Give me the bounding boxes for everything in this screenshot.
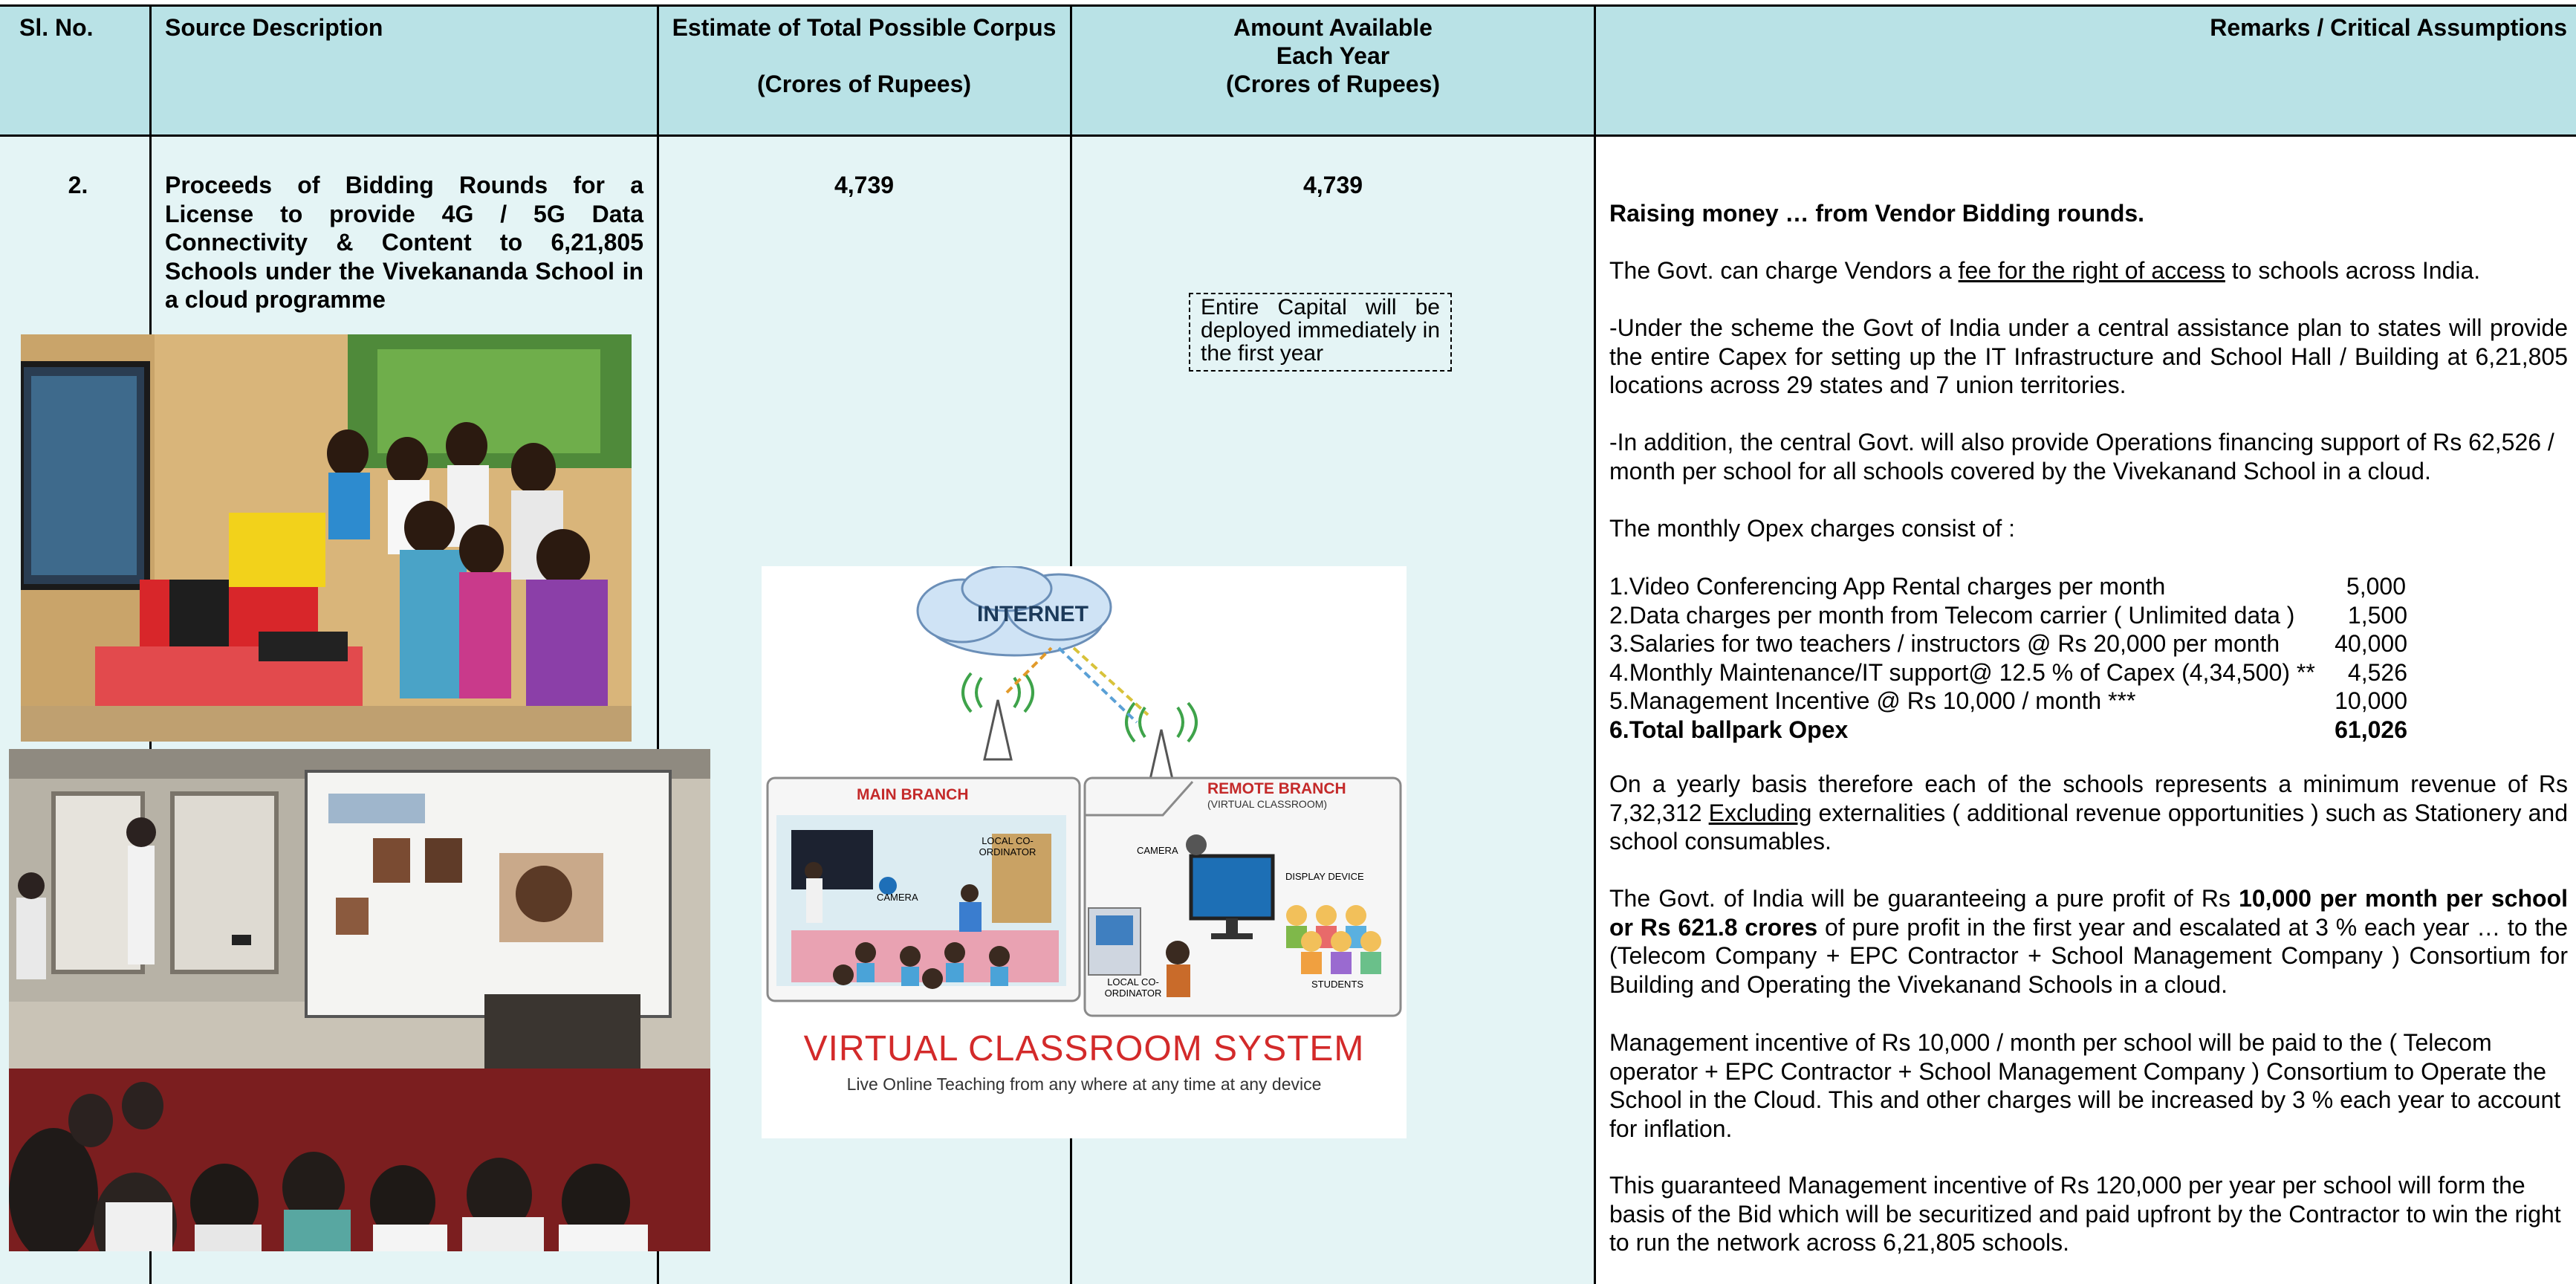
opex-amount: 4,526 [2347,658,2407,686]
diagram-camera-remote: CAMERA [1137,845,1178,856]
remarks-p5-underlined: Excluding [1708,799,1812,826]
header-remarks: Remarks / Critical Assumptions [2210,14,2567,41]
diagram-remote-branch-label: REMOTE BRANCH [1207,780,1346,797]
diagram-title: VIRTUAL CLASSROOM SYSTEM [803,1029,1365,1069]
remarks-p6-text: The Govt. of India will be guaranteeing … [1609,885,2239,912]
capital-note: Entire Capital will be deployed immediat… [1189,293,1452,372]
header-corpus-line2: (Crores of Rupees) [756,71,972,97]
diagram-remote-branch-sub: (VIRTUAL CLASSROOM) [1207,798,1328,810]
opex-label: 2.Data charges per month from Telecom ca… [1609,601,2295,629]
remarks-p1-underlined: fee for the right of access [1958,257,2225,284]
opex-label: 5.Management Incentive @ Rs 10,000 / mon… [1609,687,2136,714]
opex-row: 1.Video Conferencing App Rental charges … [1609,572,2494,601]
remarks-paragraph-2: -Under the scheme the Govt of India unde… [1609,314,2568,398]
table-header-row [0,4,2576,137]
opex-row: 5.Management Incentive @ Rs 10,000 / mon… [1609,687,2494,716]
header-corpus-line1: Estimate of Total Possible Corpus [672,14,1057,41]
opex-total-row: 6.Total ballpark Opex 61,026 [1609,716,2494,745]
row-source-description: Proceeds of Bidding Rounds for a License… [165,172,643,313]
remarks-paragraph-8: This guaranteed Management incentive of … [1609,1172,2561,1256]
opex-amount: 1,500 [2347,601,2407,629]
opex-label: 4.Monthly Maintenance/IT support@ 12.5 %… [1609,658,2315,686]
opex-list: 1.Video Conferencing App Rental charges … [1609,572,2494,744]
header-sl-no: Sl. No. [19,14,94,41]
opex-amount: 5,000 [2346,573,2406,600]
opex-total-amount: 61,026 [2335,716,2407,743]
row-corpus-value: 4,739 [834,172,895,198]
diagram-main-branch-label: MAIN BRANCH [857,786,969,803]
opex-amount: 40,000 [2335,630,2407,657]
diagram-camera-main: CAMERA [877,892,918,903]
header-amount-line2: Each Year [1276,42,1390,69]
header-amount-line3: (Crores of Rupees) [1225,71,1441,97]
remarks-p6-bold: 10,000 per month per school or Rs 621.8 … [1609,885,2569,941]
photo-projection-classroom [9,749,710,1251]
diagram-local-coordinator-main: LOCAL CO-ORDINATOR [979,835,1036,857]
diagram-internet-label: INTERNET [977,602,1089,626]
body-background-remarks [1596,134,2576,1284]
opex-row: 3.Salaries for two teachers / instructor… [1609,629,2494,658]
opex-amount: 10,000 [2335,687,2407,714]
virtual-classroom-diagram: INTERNET MAIN BRANCH REMOTE BRANCH (VIRT… [762,566,1407,1138]
header-amount: Amount Available Each Year (Crores of Ru… [1073,13,1593,98]
header-corpus: Estimate of Total Possible Corpus (Crore… [660,13,1068,98]
column-divider [1594,4,1596,1284]
diagram-local-coordinator-remote: LOCAL CO-ORDINATOR [1104,976,1162,999]
remarks-p1-text: The Govt. can charge Vendors a [1609,257,1959,284]
opex-row: 2.Data charges per month from Telecom ca… [1609,601,2494,630]
row-sl-no: 2. [68,172,88,198]
remarks-paragraph-1: The Govt. can charge Vendors a fee for t… [1609,256,2568,285]
remarks-heading: Raising money … from Vendor Bidding roun… [1609,200,2145,227]
remarks-p6-text-end: of pure profit in the first year and esc… [1609,913,2569,998]
remarks-p5-text: On a yearly basis therefore each of the … [1609,771,2568,826]
header-source-description: Source Description [165,14,383,41]
remarks-paragraph-6: The Govt. of India will be guaranteeing … [1609,884,2568,999]
row-amount-value: 4,739 [1302,172,1363,198]
opex-label: 3.Salaries for two teachers / instructor… [1609,630,2280,657]
diagram-display-device: DISPLAY DEVICE [1285,871,1364,882]
diagram-subtitle: Live Online Teaching from any where at a… [846,1074,1322,1094]
column-divider [657,4,659,1284]
opex-total-label: 6.Total ballpark Opex [1609,716,1849,743]
photo-computer-lab [21,334,632,742]
remarks-paragraph-3: -In addition, the central Govt. will als… [1609,429,2554,484]
header-amount-line1: Amount Available [1233,14,1433,41]
opex-row: 4.Monthly Maintenance/IT support@ 12.5 %… [1609,658,2494,687]
remarks-paragraph-5: On a yearly basis therefore each of the … [1609,770,2568,856]
remarks-p5-text-end: externalities ( additional revenue oppor… [1609,799,2569,855]
remarks-p1-text-end: to schools across India. [2225,257,2481,284]
diagram-illustration [766,566,1402,1017]
remarks-paragraph-4: The monthly Opex charges consist of : [1609,515,2016,542]
remarks-paragraph-7: Management incentive of Rs 10,000 / mont… [1609,1029,2561,1142]
diagram-students-label: STUDENTS [1311,979,1364,990]
opex-label: 1.Video Conferencing App Rental charges … [1609,573,2166,600]
